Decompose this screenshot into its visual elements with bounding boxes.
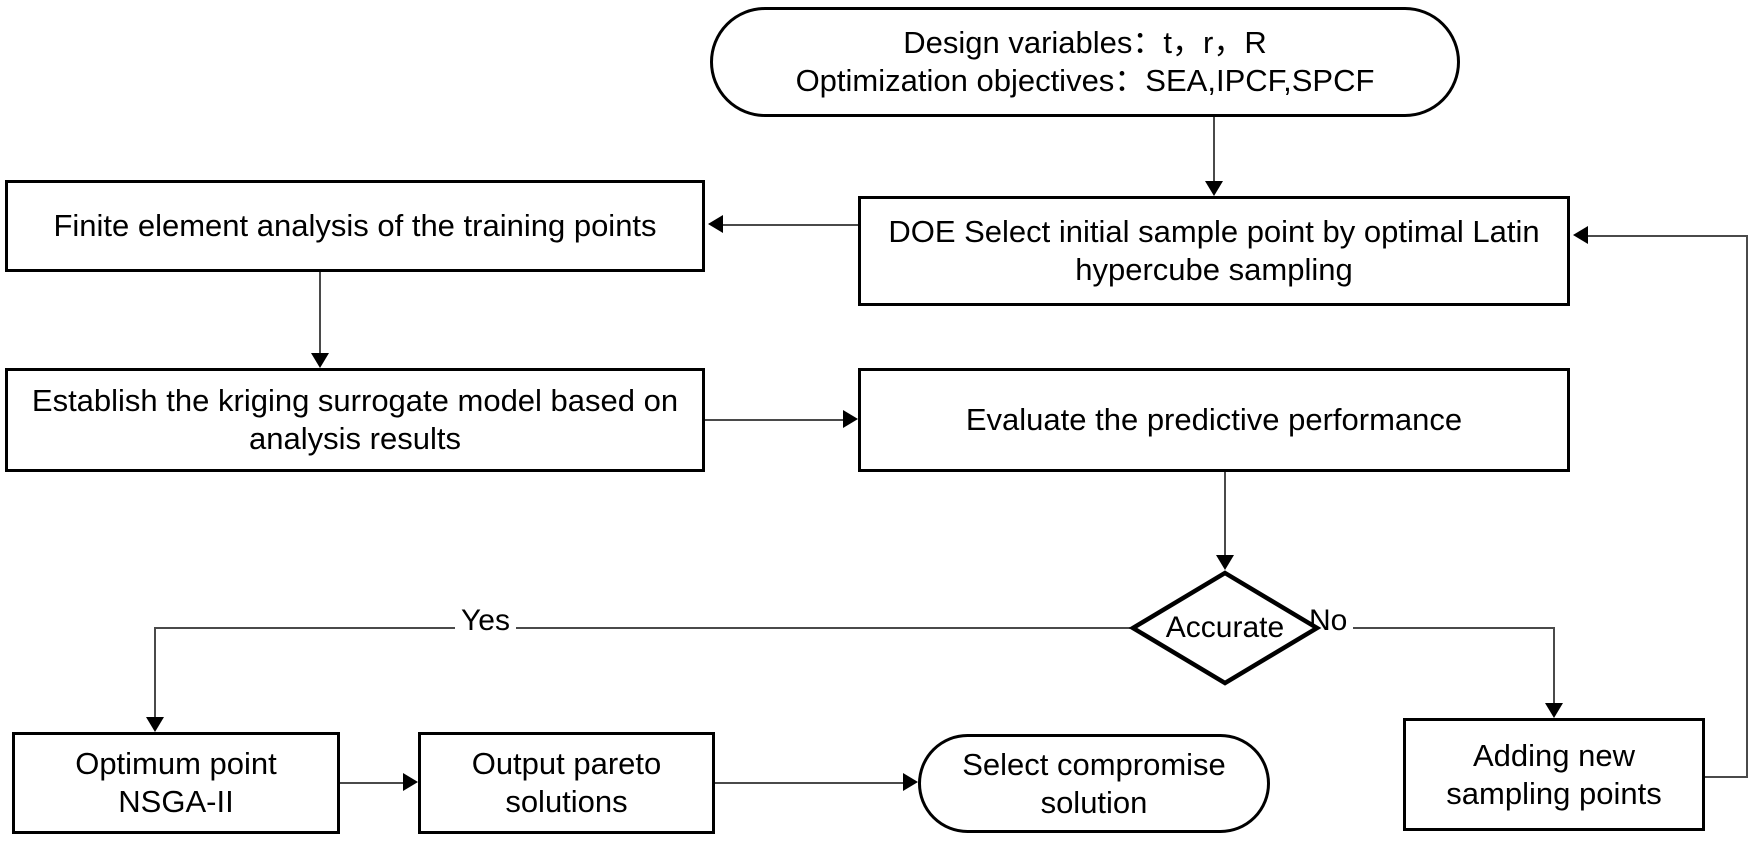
node-adding-new-sampling-points[interactable]: Adding new sampling points [1403,718,1705,831]
arrowhead-pareto-to-compromise [903,773,918,791]
arrowhead-design-to-doe [1205,181,1223,196]
node-doe-sampling[interactable]: DOE Select initial sample point by optim… [858,196,1570,306]
edge-kriging-to-evaluate [705,419,843,421]
edge-fea-to-kriging [319,272,321,353]
arrowhead-decision-to-optimum [146,717,164,732]
node-design-variables[interactable]: Design variables：t，r，R Optimization obje… [710,7,1460,117]
node-select-compromise-solution[interactable]: Select compromise solution [918,734,1270,833]
node-output-pareto-solutions-label: Output pareto solutions [471,746,662,819]
node-adding-new-sampling-points-label: Adding new sampling points [1446,737,1662,811]
arrowhead-doe-to-fea [708,215,723,233]
edge-adding-feedback-top [1588,235,1748,237]
node-kriging-surrogate-model[interactable]: Establish the kriging surrogate model ba… [5,368,705,472]
edge-decision-yes-horizontal [155,627,1130,629]
arrowhead-evaluate-to-decision [1216,555,1234,570]
node-finite-element-analysis-label: Finite element analysis of the training … [53,208,657,244]
edge-evaluate-to-decision [1224,472,1226,555]
node-accurate-decision[interactable]: Accurate [1128,570,1322,686]
diamond-shape-icon [1128,570,1322,686]
edge-pareto-to-compromise [715,782,903,784]
edge-decision-no-vertical [1553,627,1555,703]
edge-decision-no-horizontal [1320,627,1554,629]
node-design-variables-label: Design variables：t，r，R Optimization obje… [795,25,1375,98]
node-optimum-point-nsga2[interactable]: Optimum point NSGA-II [12,732,340,834]
node-kriging-surrogate-model-label: Establish the kriging surrogate model ba… [31,383,679,456]
node-evaluate-predictive-performance[interactable]: Evaluate the predictive performance [858,368,1570,472]
arrowhead-decision-to-adding [1545,703,1563,718]
node-evaluate-predictive-performance-label: Evaluate the predictive performance [965,402,1463,438]
arrowhead-optimum-to-pareto [403,773,418,791]
edge-doe-to-fea [723,224,858,226]
node-optimum-point-nsga2-label: Optimum point NSGA-II [75,746,277,819]
edge-adding-feedback-right [1746,235,1748,777]
node-output-pareto-solutions[interactable]: Output pareto solutions [418,732,715,834]
arrowhead-adding-to-doe [1573,226,1588,244]
edge-design-to-doe [1213,115,1215,181]
node-accurate-decision-label: Accurate [1165,611,1285,644]
node-doe-sampling-label: DOE Select initial sample point by optim… [888,214,1540,287]
edge-label-yes: Yes [455,604,516,638]
node-finite-element-analysis[interactable]: Finite element analysis of the training … [5,180,705,272]
edge-decision-yes-vertical [154,627,156,717]
arrowhead-kriging-to-evaluate [843,410,858,428]
arrowhead-fea-to-kriging [311,353,329,368]
node-select-compromise-solution-label: Select compromise solution [962,746,1226,820]
edge-adding-feedback-bottom [1705,776,1748,778]
edge-optimum-to-pareto [340,782,403,784]
